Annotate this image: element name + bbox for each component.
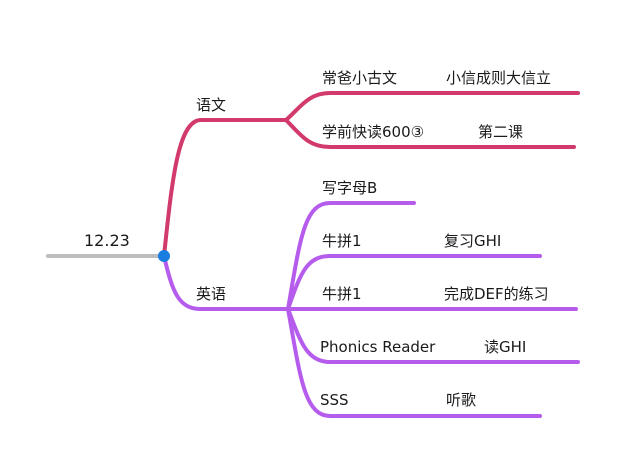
- yuwen-item-1-line: [284, 91, 580, 122]
- yuwen-item-1-left[interactable]: 常爸小古文: [322, 69, 398, 87]
- branch-label-yuwen[interactable]: 语文: [196, 96, 227, 114]
- yingyu-item-1-left[interactable]: 写字母B: [322, 179, 378, 197]
- branch-yuwen-lines: [162, 91, 580, 258]
- root-label[interactable]: 12.23: [84, 231, 130, 250]
- yingyu-item-2-left[interactable]: 牛拼1: [322, 232, 362, 250]
- root-dot[interactable]: [158, 250, 170, 262]
- yuwen-item-1-right[interactable]: 小信成则大信立: [446, 69, 552, 87]
- branch-yingyu-lines: [162, 201, 580, 418]
- yingyu-item-4-left[interactable]: Phonics Reader: [320, 338, 436, 356]
- yuwen-item-2-right[interactable]: 第二课: [478, 123, 524, 141]
- yingyu-item-4-right[interactable]: 读GHI: [484, 338, 527, 356]
- yingyu-item-5-right[interactable]: 听歌: [446, 391, 477, 409]
- branch-yingyu-curve: [162, 254, 290, 311]
- yingyu-item-2-line: [286, 254, 542, 311]
- yingyu-item-5-left[interactable]: SSS: [320, 391, 349, 409]
- branch-yuwen-curve: [162, 118, 288, 258]
- branch-label-yingyu[interactable]: 英语: [196, 285, 227, 303]
- yingyu-item-1-line: [286, 201, 416, 311]
- yingyu-item-2-right[interactable]: 复习GHI: [444, 232, 502, 250]
- yingyu-item-3-right[interactable]: 完成DEF的练习: [444, 285, 549, 303]
- yingyu-item-5-line: [286, 307, 542, 418]
- yuwen-item-2-line: [284, 118, 576, 149]
- yingyu-item-3-left[interactable]: 牛拼1: [322, 285, 362, 303]
- yuwen-item-2-left[interactable]: 学前快读600③: [322, 123, 425, 141]
